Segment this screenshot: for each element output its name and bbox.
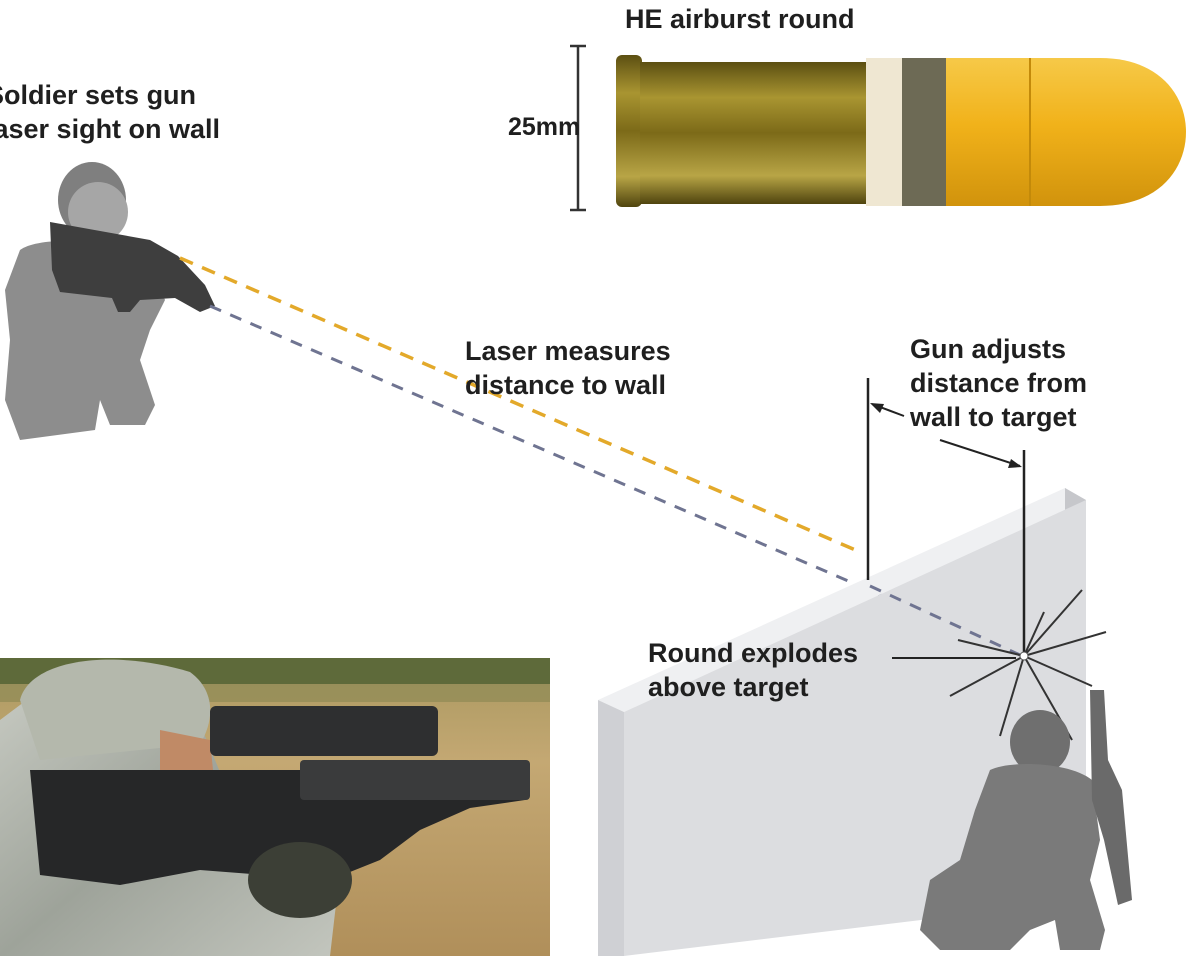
soldier-caption-line1: Soldier sets gun: [0, 80, 197, 110]
soldier-caption: Soldier sets gun laser sight on wall: [0, 78, 220, 146]
wall-top: [598, 488, 1086, 712]
caliber-label: 25mm: [508, 113, 581, 141]
burst-center: [1019, 651, 1029, 661]
target-helmet: [1010, 710, 1070, 774]
kneeling-soldier-silhouette: [5, 162, 215, 440]
gun-caption: Gun adjusts distance from wall to target: [910, 332, 1087, 434]
shooter-rifle: [50, 222, 215, 312]
target-rifle: [1090, 690, 1132, 905]
explosion-caption: Round explodes above target: [648, 636, 858, 704]
gun-caption-line3: wall to target: [910, 402, 1077, 432]
round-band-light: [866, 58, 904, 206]
round-rim: [616, 55, 642, 207]
laser-caption-line1: Laser measures: [465, 336, 671, 366]
round-tip: [946, 58, 1186, 206]
soldier-caption-line2: laser sight on wall: [0, 114, 221, 144]
explosion-caption-line1: Round explodes: [648, 638, 859, 668]
wall-end: [598, 700, 624, 956]
round-trajectory-over-wall: [869, 584, 1021, 657]
explosion-caption-line2: above target: [648, 672, 809, 702]
shooter-face: [68, 182, 128, 242]
photo-glove: [248, 842, 352, 918]
round-band-dark: [902, 58, 948, 206]
round-case: [640, 62, 870, 204]
laser-beam: [179, 256, 861, 554]
photo-weapon-barrel: [300, 760, 530, 800]
photo-weapon-sight: [210, 706, 438, 756]
crouching-soldier-silhouette: [920, 690, 1132, 950]
arrow-head-left: [870, 403, 884, 413]
laser-caption: Laser measures distance to wall: [465, 334, 671, 402]
round-title: HE airburst round: [625, 4, 855, 34]
arrow-head-right: [1008, 459, 1022, 468]
soldier-with-xm25-photo: [0, 658, 550, 956]
laser-caption-line2: distance to wall: [465, 370, 667, 400]
gun-callout-arrow-right: [939, 439, 1021, 467]
distance-markers: [866, 378, 1026, 659]
he-airburst-round: [616, 55, 1186, 207]
gun-caption-line2: distance from: [910, 368, 1088, 398]
explosion-burst-icon: [949, 589, 1107, 741]
caliber-dimension: [570, 44, 586, 212]
target-body: [920, 764, 1105, 950]
gun-caption-line1: Gun adjusts: [910, 334, 1067, 364]
